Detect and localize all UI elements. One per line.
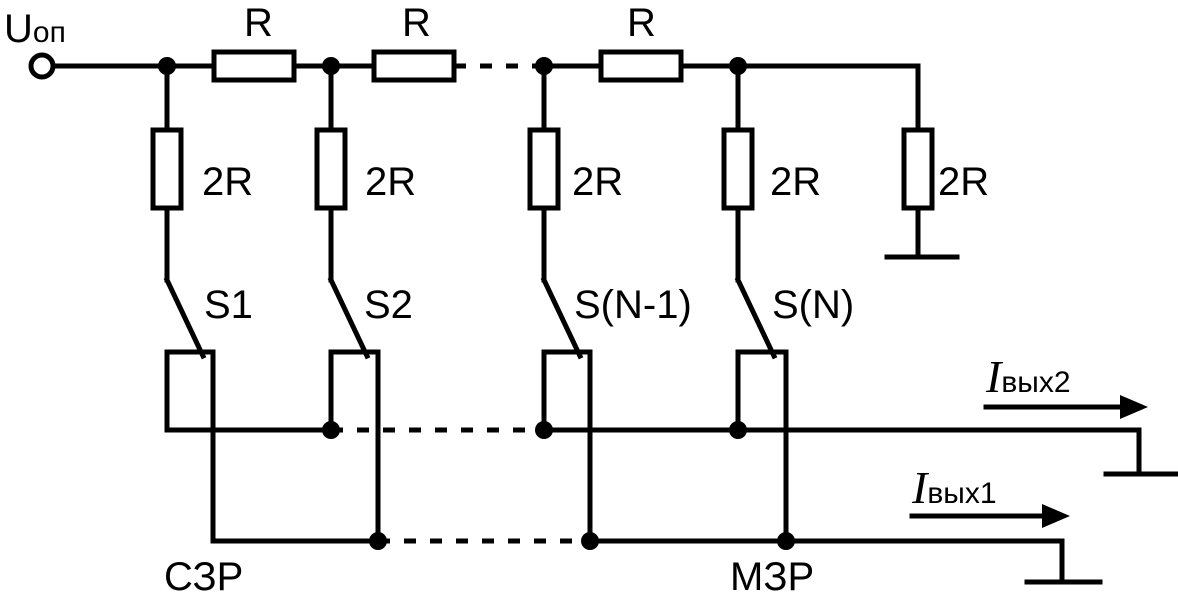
branch-s-n: 2R S(N) xyxy=(721,63,854,544)
output-bus-1 xyxy=(210,538,1103,585)
shunt-resistor-label: 2R xyxy=(202,160,253,204)
switch-label-s-n: S(N) xyxy=(772,283,854,327)
switch-blade xyxy=(734,276,778,360)
branch-s-n-1: 2R S(N-1) xyxy=(527,63,692,544)
output-current-1: Iвых1 xyxy=(909,462,1070,528)
branch-s2: 2R S2 xyxy=(314,63,416,544)
series-resistor: R xyxy=(371,1,457,83)
reference-terminal xyxy=(28,52,56,80)
lsb-label: МЗР xyxy=(730,555,814,594)
junction-dots xyxy=(158,57,795,550)
switch-blade xyxy=(163,276,207,360)
output-label-2: Iвых2 xyxy=(985,351,1071,402)
switch-label-s1: S1 xyxy=(204,283,253,327)
series-resistor-label: R xyxy=(244,1,273,45)
switch-label-s2: S2 xyxy=(364,283,413,327)
shunt-resistor-label: 2R xyxy=(572,160,623,204)
series-resistor-label: R xyxy=(627,1,656,45)
reference-sub: оп xyxy=(33,16,66,49)
branch-s1: 2R S1 xyxy=(150,63,253,544)
switch-label-s-n-1: S(N-1) xyxy=(574,283,692,327)
reference-label: Uоп xyxy=(4,7,66,51)
reference-main: U xyxy=(4,7,33,51)
msb-label: СЗР xyxy=(164,555,243,594)
shunt-resistor-label: 2R xyxy=(365,160,416,204)
top-rail xyxy=(50,63,921,133)
output-current-2: Iвых2 xyxy=(983,351,1148,419)
switch-blade xyxy=(327,276,371,360)
output-label-1: Iвых1 xyxy=(911,462,997,513)
switch-blade xyxy=(540,276,584,360)
output-bus-2 xyxy=(164,427,1178,477)
arrow-right-icon xyxy=(1042,504,1070,528)
series-resistor: R xyxy=(211,1,297,83)
shunt-resistor-label: 2R xyxy=(770,160,821,204)
series-resistor-label: R xyxy=(402,1,431,45)
arrow-right-icon xyxy=(1120,395,1148,419)
series-resistor: R xyxy=(598,1,684,83)
shunt-resistor-label: 2R xyxy=(938,160,989,204)
termination-resistor: 2R xyxy=(884,127,989,260)
